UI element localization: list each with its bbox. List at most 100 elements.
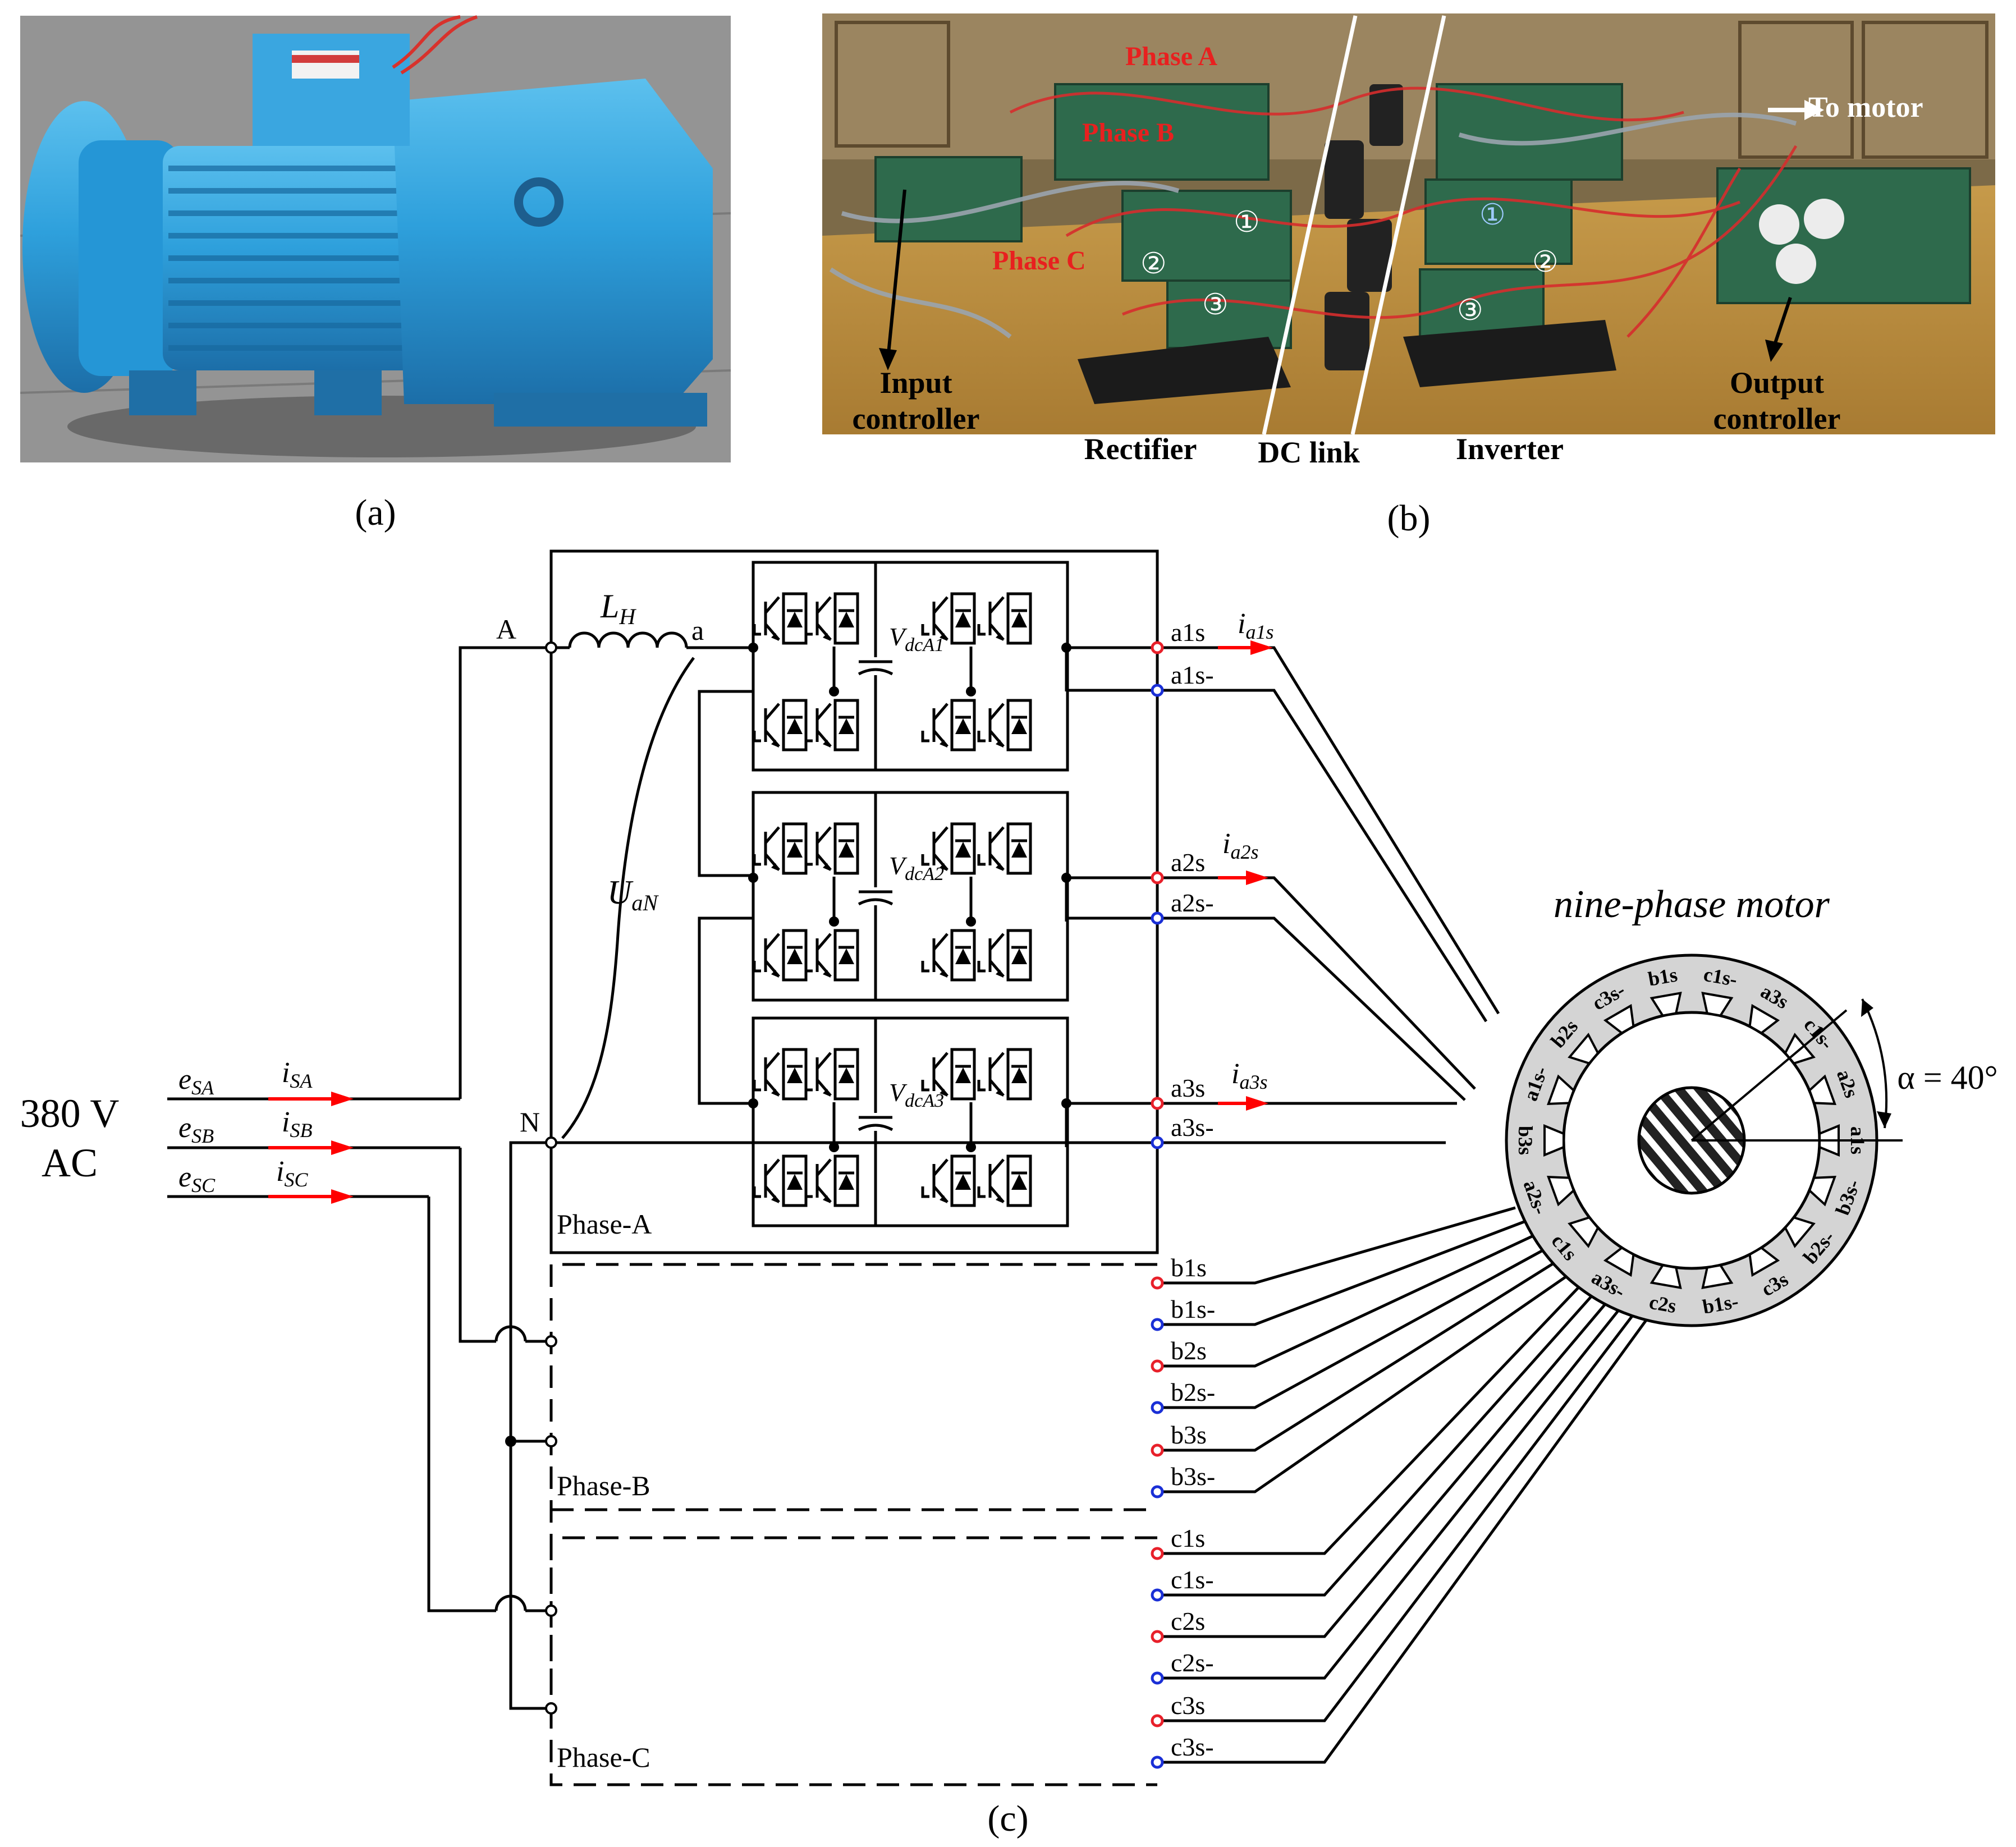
label-dc-link: DC link: [1258, 436, 1360, 469]
terminal-label: a3s: [1171, 1074, 1205, 1102]
terminal-b1s: b1s: [1151, 1253, 1207, 1290]
terminal-c2s-: c2s-: [1151, 1648, 1214, 1685]
terminal-label: b2s: [1171, 1336, 1207, 1365]
terminal-label: b3s-: [1171, 1462, 1215, 1491]
h-bridge-cell: [748, 1016, 1071, 1227]
vdc-a2-label: VdcA2: [889, 851, 944, 884]
marker-2-right: ②: [1532, 245, 1559, 279]
panel-a-label: (a): [355, 492, 396, 533]
h-bridge-cells: [698, 561, 1071, 1227]
panel-c-label: (c): [987, 1798, 1028, 1839]
terminal-a1s: a1s: [1151, 618, 1205, 654]
terminal-label: a1s-: [1171, 661, 1214, 689]
terminal-b3s: b3s: [1151, 1420, 1207, 1457]
terminal-label: c1s-: [1171, 1565, 1214, 1594]
stator-slot: [1748, 1003, 1780, 1034]
stator-slot: [1603, 1003, 1635, 1034]
terminal-label: a2s: [1171, 848, 1205, 877]
terminal-label: c3s: [1171, 1691, 1205, 1720]
motor-title: nine-phase motor: [1554, 883, 1830, 926]
terminal-label: a1s: [1171, 618, 1205, 647]
phase-c-label: Phase-C: [557, 1741, 650, 1773]
stator-slot: [1808, 1176, 1836, 1207]
marker-2-left: ②: [1140, 247, 1167, 281]
photo-label-input-2: controller: [853, 402, 980, 436]
terminal-c3s: c3s: [1151, 1691, 1205, 1727]
current-ia3s-label: ia3s: [1231, 1058, 1267, 1093]
stator-slot: [1748, 1246, 1780, 1277]
photo-label-output-1: Output: [1730, 366, 1824, 400]
node-a-small-label: a: [691, 615, 704, 646]
photo-label-phase-c: Phase C: [992, 246, 1086, 276]
terminal-a2s-: a2s-: [1151, 888, 1214, 925]
output-wires: [1066, 646, 1653, 1764]
terminal-label: b1s-: [1171, 1295, 1215, 1323]
source-voltage-label: 380 V: [20, 1091, 120, 1136]
svg-text:eSB: eSB: [178, 1112, 214, 1147]
stator-slot: [1701, 991, 1734, 1017]
terminal-a3s: a3s: [1151, 1074, 1205, 1110]
svg-text:iSB: iSB: [282, 1106, 312, 1142]
svg-text:iSC: iSC: [276, 1156, 308, 1191]
terminal-c1s-: c1s-: [1151, 1565, 1214, 1602]
terminal-b2s: b2s: [1151, 1336, 1207, 1373]
photo-label-output-2: controller: [1713, 402, 1841, 436]
voltage-uan-label: UaN: [607, 874, 659, 915]
svg-text:eSA: eSA: [178, 1064, 214, 1099]
panel-b-label: (b): [1387, 498, 1431, 539]
slot-label: b1s: [1647, 963, 1679, 990]
terminal-label: c3s-: [1171, 1733, 1214, 1761]
terminal-b3s-: b3s-: [1151, 1462, 1215, 1498]
vdc-a1-label: VdcA1: [889, 622, 944, 656]
phase-b-label: Phase-B: [557, 1470, 650, 1501]
photo-label-phase-a: Phase A: [1125, 42, 1217, 71]
label-inverter: Inverter: [1456, 432, 1564, 466]
terminal-label: b2s-: [1171, 1378, 1215, 1406]
output-current-arrows: [1218, 640, 1273, 1111]
stator-slot: [1784, 1216, 1816, 1248]
terminals: a1s a1s-a2s a2s-a3s a3s-b1s b1s-b2s b2s-b3s b3…: [1151, 618, 1215, 1769]
current-ia2s-label: ia2s: [1222, 828, 1258, 863]
marker-3-right: ③: [1457, 294, 1483, 327]
node-a-label: A: [496, 613, 516, 645]
source-i-labels: iSA iSB iSC: [276, 1057, 313, 1191]
terminal-c2s: c2s: [1151, 1607, 1205, 1643]
stator-slot: [1547, 1176, 1575, 1207]
stator-slot: [1543, 1124, 1565, 1157]
source-e-labels: eSA eSB eSC: [178, 1064, 216, 1197]
stator-slot: [1808, 1074, 1836, 1105]
photo-label-to-motor: To motor: [1808, 91, 1923, 123]
source-current-arrows: [268, 1092, 354, 1204]
marker-1-left: ①: [1234, 205, 1260, 239]
terminal-label: a3s-: [1171, 1113, 1214, 1142]
terminal-b1s-: b1s-: [1151, 1295, 1215, 1331]
nine-phase-motor: [1505, 954, 1903, 1327]
stator-slot: [1650, 1264, 1682, 1290]
photo-motor: [20, 15, 731, 462]
terminal-a1s-: a1s-: [1151, 661, 1214, 697]
inductor-label: LH: [600, 588, 636, 629]
label-rectifier: Rectifier: [1084, 432, 1197, 466]
stator-slot: [1547, 1074, 1575, 1105]
stator-slot: [1568, 1216, 1600, 1248]
h-bridge-cell: [748, 791, 1071, 1002]
stator-slot: [1650, 991, 1682, 1017]
stator-slot: [1603, 1246, 1635, 1277]
motor-angle-label: α = 40°: [1897, 1059, 1997, 1096]
terminal-a3s-: a3s-: [1151, 1113, 1214, 1149]
slot-label: c2s: [1647, 1291, 1678, 1318]
photo-label-input-1: Input: [879, 366, 952, 400]
svg-text:iSA: iSA: [282, 1057, 313, 1092]
circuit-diagram: [167, 549, 1159, 1786]
terminal-label: b3s: [1171, 1420, 1207, 1449]
terminal-b2s-: b2s-: [1151, 1378, 1215, 1414]
slot-label: b3s: [1514, 1126, 1537, 1155]
svg-text:eSC: eSC: [178, 1161, 216, 1197]
stator-slot: [1568, 1033, 1600, 1065]
node-n-label: N: [520, 1106, 540, 1138]
photo-label-phase-b: Phase B: [1082, 118, 1174, 148]
open-terminals: [545, 641, 557, 1715]
current-ia1s-label: ia1s: [1238, 608, 1273, 643]
stator-slot: [1701, 1264, 1734, 1290]
